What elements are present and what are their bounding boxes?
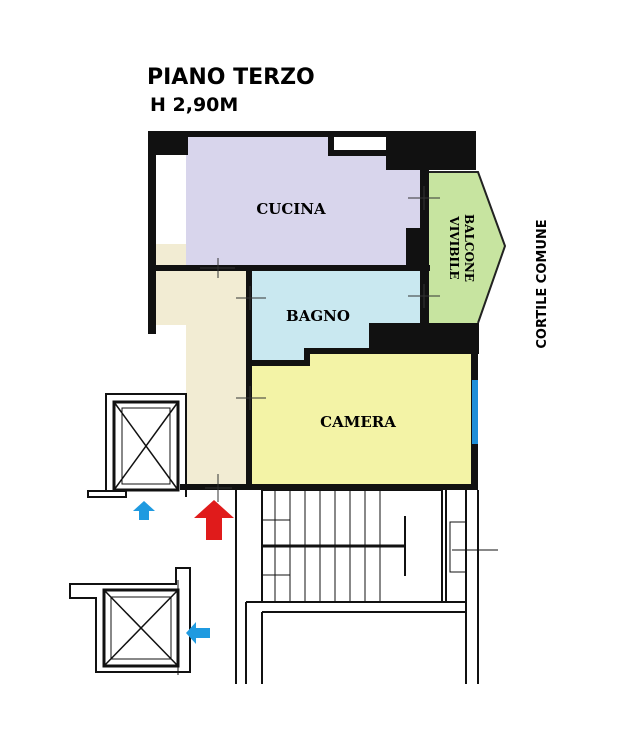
- bedroom-window: [472, 380, 478, 444]
- staircase: [261, 489, 443, 603]
- elevator-upper-arrow: [133, 501, 155, 520]
- balcony-label-line1: BALCONE: [462, 214, 476, 282]
- elevator-lower-arrow: [186, 622, 210, 644]
- landing-outline: [235, 488, 498, 684]
- door-marks: [200, 186, 440, 502]
- bedroom-fill: [250, 354, 472, 484]
- bathroom-fill: [250, 271, 426, 363]
- floor-title: PIANO TERZO: [147, 65, 315, 90]
- elevator-upper: [87, 393, 187, 498]
- courtyard-label: CORTILE COMUNE: [535, 219, 550, 348]
- corridor-fill: [156, 244, 250, 488]
- bathroom-label: BAGNO: [286, 307, 350, 325]
- bedroom-label: CAMERA: [320, 413, 396, 431]
- kitchen-label: CUCINA: [256, 200, 326, 218]
- balcony-label-line2: VIVIBILE: [447, 215, 461, 279]
- balcony-fill: [429, 172, 505, 323]
- kitchen-fill: [160, 137, 426, 268]
- entrance-arrow: [194, 500, 234, 540]
- elevator-lower: [69, 567, 191, 675]
- ceiling-height: H 2,90M: [150, 94, 238, 116]
- balcony-outline: [429, 171, 507, 324]
